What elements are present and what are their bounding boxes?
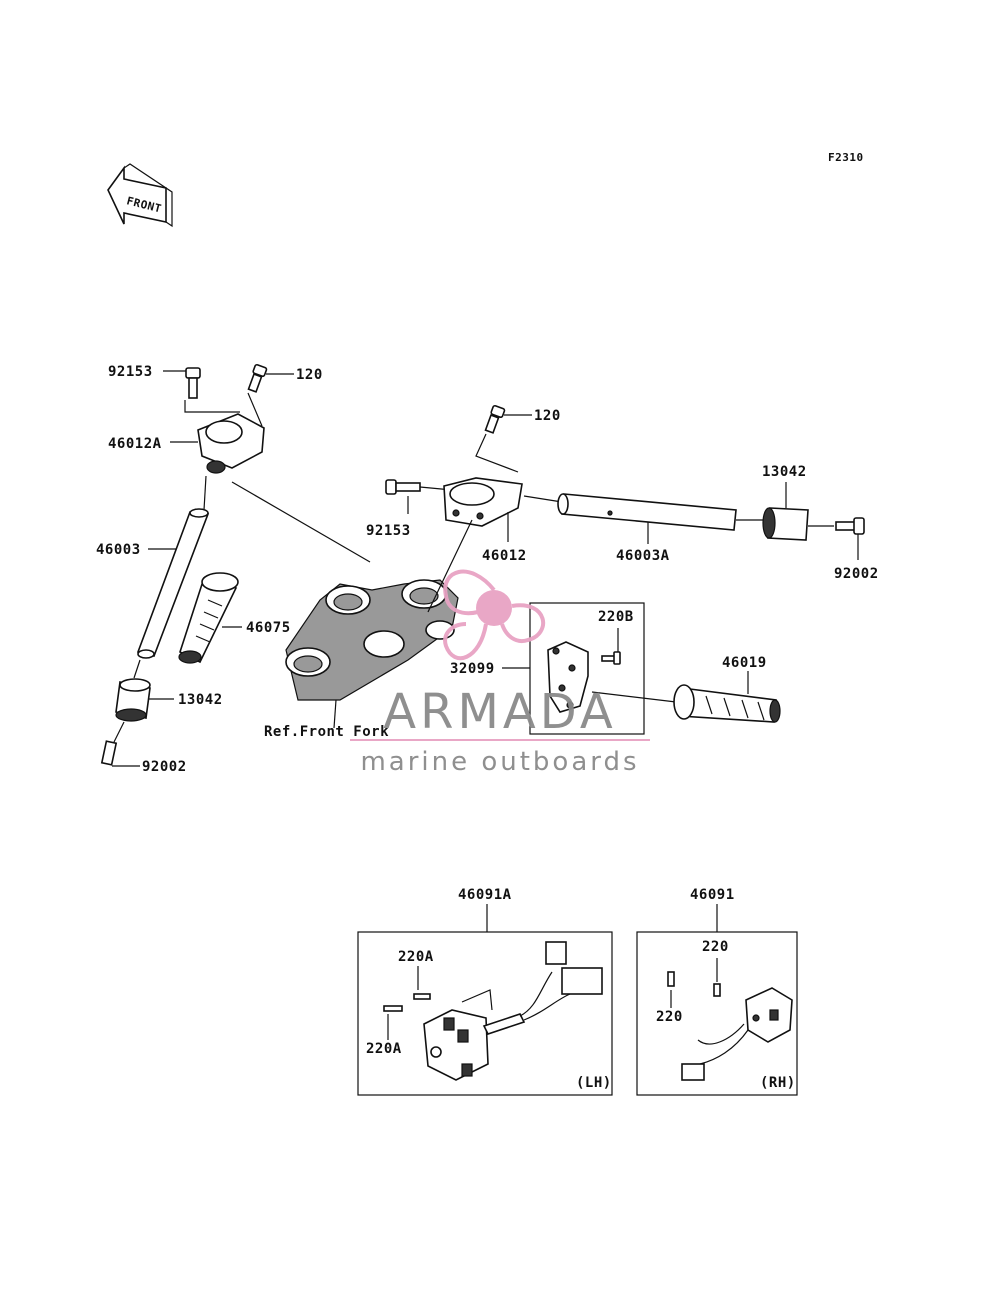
label-46091: 46091 — [690, 887, 735, 903]
screw-220A-upper — [413, 993, 431, 1000]
label-92153-left: 92153 — [108, 364, 153, 380]
screw-220B-head — [613, 651, 621, 665]
label-46003: 46003 — [96, 542, 141, 558]
label-92153-right: 92153 — [366, 523, 411, 539]
handlebar-46003A — [557, 493, 737, 531]
bar-end-weight-13042-right — [762, 507, 809, 541]
lh-side-label: (LH) — [576, 1075, 612, 1091]
propeller-logo-icon — [443, 569, 546, 661]
handlebar-46003 — [136, 508, 210, 659]
bolt-92002-right — [835, 517, 865, 535]
watermark-brand: ARMADA — [383, 684, 616, 740]
label-220B: 220B — [598, 609, 634, 625]
label-46012A: 46012A — [108, 436, 162, 452]
bolt-92153-right — [385, 479, 421, 495]
label-92002-left: 92002 — [142, 759, 187, 775]
lh-switch-box — [357, 931, 613, 1096]
bolt-92153-left — [185, 367, 201, 399]
label-46091A: 46091A — [458, 887, 512, 903]
grip-46019 — [673, 684, 781, 723]
label-120-right: 120 — [534, 408, 561, 424]
label-220-left: 220 — [656, 1009, 683, 1025]
rh-switch-assembly — [681, 987, 793, 1081]
triple-clamp — [285, 579, 459, 701]
clamp-46012 — [443, 477, 523, 527]
label-13042-right: 13042 — [762, 464, 807, 480]
screw-220-right — [713, 983, 721, 997]
screw-220-left — [667, 971, 675, 987]
label-220A-lower: 220A — [366, 1041, 402, 1057]
label-220A-upper: 220A — [398, 949, 434, 965]
lh-switch-assembly — [423, 941, 603, 1081]
bolt-92002-left — [100, 740, 118, 766]
label-ref-front-fork: Ref.Front Fork — [264, 724, 389, 740]
rh-switch-box — [636, 931, 798, 1096]
label-32099: 32099 — [450, 661, 495, 677]
screw-220A-lower — [383, 1005, 403, 1012]
watermark-tagline: marine outboards — [360, 747, 639, 777]
figure-code: F2310 — [828, 151, 864, 164]
label-46019: 46019 — [722, 655, 767, 671]
bolt-120-left — [247, 363, 268, 393]
label-46075: 46075 — [246, 620, 291, 636]
label-92002-right: 92002 — [834, 566, 879, 582]
bolt-120-right — [484, 404, 506, 434]
grip-46075 — [178, 572, 239, 664]
label-13042-left: 13042 — [178, 692, 223, 708]
label-120-left: 120 — [296, 367, 323, 383]
throttle-housing-32099 — [547, 641, 589, 713]
front-arrow-icon: FRONT — [107, 163, 173, 228]
bar-end-weight-13042-left — [115, 678, 151, 722]
label-46012: 46012 — [482, 548, 527, 564]
rh-side-label: (RH) — [760, 1075, 796, 1091]
label-46003A: 46003A — [616, 548, 670, 564]
clamp-46012A — [197, 413, 265, 474]
label-220-right: 220 — [702, 939, 729, 955]
watermark: ARMADA marine outboards — [350, 569, 650, 777]
